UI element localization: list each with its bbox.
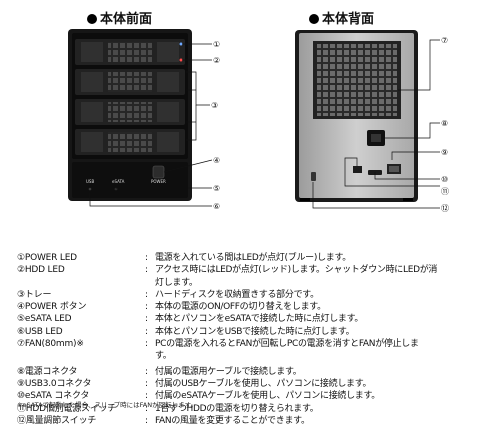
legend-item-name: ②HDD LED bbox=[17, 265, 65, 276]
legend-item-desc: ハードディスクを収納置きする部分です。 bbox=[155, 289, 319, 300]
legend-item-name: ⑦FAN(80mm)※ bbox=[17, 339, 84, 350]
legend-separator: : bbox=[145, 403, 149, 414]
legend-row: ⑪HDD個別電源スイッチ:1台ずつHDDの電源を切り替えられます。 bbox=[17, 403, 492, 415]
legend-separator: : bbox=[145, 253, 149, 263]
legend-item-desc: 付属の電源用ケーブルで接続します。 bbox=[155, 366, 302, 377]
front-callout-lines bbox=[89, 43, 213, 207]
callout-9: ⑨ bbox=[441, 148, 448, 157]
legend-separator: : bbox=[145, 289, 149, 300]
legend-separator: : bbox=[145, 366, 149, 377]
front-label-power: POWER bbox=[151, 179, 166, 184]
legend-row: ⑫風量調節スイッチ: FANの風量を変更することができます。 bbox=[17, 415, 492, 427]
fan-speed-switch[interactable] bbox=[311, 172, 316, 181]
legend-separator: : bbox=[145, 265, 149, 276]
legend-item-name: ⑤eSATA LED bbox=[17, 314, 72, 325]
legend-row: ⑧電源コネクタ: 付属の電源用ケーブルで接続します。 bbox=[17, 366, 492, 378]
legend-row: ⑩eSATA コネクタ: 付属のeSATAケーブルを使用し、パソコンに接続します。 bbox=[17, 390, 492, 402]
legend-row: ④POWER ボタン: 本体の電源のON/OFFの切り替えをします。 bbox=[17, 301, 492, 313]
front-callouts: ① ② ③ ④ ⑤ ⑥ bbox=[211, 40, 220, 211]
fan-grille bbox=[313, 41, 401, 119]
legend-item-name: ④POWER ボタン bbox=[17, 302, 87, 313]
callout-2: ② bbox=[213, 56, 220, 65]
callout-6: ⑥ bbox=[213, 202, 220, 211]
callout-10: ⑩ bbox=[441, 175, 448, 184]
legend-item-desc: 電源を入れている間はLEDが点灯(ブルー)します。 bbox=[155, 253, 351, 263]
legend-separator: : bbox=[145, 391, 149, 402]
legend-item-desc: 灯します。 bbox=[155, 277, 198, 288]
callout-3: ③ bbox=[211, 101, 218, 110]
footnote: ※eSATAで起動した場合、スリープ時にはFANが回転します。 bbox=[17, 401, 197, 409]
bullet-icon bbox=[309, 14, 319, 24]
front-label-esata: eSATA bbox=[112, 179, 125, 184]
callout-4: ④ bbox=[213, 156, 220, 165]
legend-item-desc: 1台ずつHDDの電源を切り替えられます。 bbox=[155, 403, 319, 414]
legend-item-name: ⑨USB3.0コネクタ bbox=[17, 378, 92, 389]
legend-item-name: ⑩eSATA コネクタ bbox=[17, 391, 90, 402]
legend-item-desc: PCの電源を入れるとFANが回転しPCの電源を消すとFANが停止しま bbox=[155, 339, 419, 350]
legend-item-name: ③トレー bbox=[17, 289, 52, 300]
enclosure-diagram: USB eSATA POWER ① ② ③ ④ ⑤ ⑥ bbox=[68, 29, 449, 213]
power-button[interactable] bbox=[152, 165, 165, 179]
tray-1 bbox=[75, 39, 185, 65]
legend-row: ⑦FAN(80mm)※: PCの電源を入れるとFANが回転しPCの電源を消すとFA… bbox=[17, 338, 492, 350]
legend-row: ⑨USB3.0コネクタ: 付属のUSBケーブルを使用し、パソコンに接続します。 bbox=[17, 378, 492, 390]
legend-row: :灯します。 bbox=[17, 277, 492, 289]
legend-item-name: ⑧電源コネクタ bbox=[17, 366, 78, 377]
back-callouts: ⑦ ⑧ ⑨ ⑩ ⑪ ⑫ bbox=[441, 36, 449, 213]
front-title-text: 本体前面 bbox=[100, 12, 153, 27]
legend-item-desc: FANの風量を変更することができます。 bbox=[155, 415, 310, 426]
legend-item-name: ⑥USB LED bbox=[17, 326, 63, 337]
legend-separator: : bbox=[145, 314, 149, 325]
legend-item-desc: 本体とパソコンをUSBで接続した時に点灯します。 bbox=[155, 326, 355, 337]
front-label-usb: USB bbox=[86, 179, 94, 184]
tray-2 bbox=[75, 69, 185, 95]
callout-1: ① bbox=[213, 40, 220, 49]
usb-led bbox=[88, 187, 92, 191]
legend-separator: : bbox=[145, 378, 149, 389]
legend-item-name: ⑫風量調節スイッチ bbox=[17, 415, 97, 426]
legend-row: ②HDD LED: アクセス時にはLEDが点灯(レッド)します。シャットダウン時に… bbox=[17, 264, 492, 276]
hdd-led bbox=[179, 58, 183, 62]
front-view: USB eSATA POWER bbox=[68, 29, 192, 201]
power-led bbox=[179, 42, 183, 46]
legend-item-desc: 付属のeSATAケーブルを使用し、パソコンに接続します。 bbox=[155, 391, 380, 402]
legend-item-desc: アクセス時にはLEDが点灯(レッド)します。シャットダウン時にLEDが消 bbox=[155, 265, 438, 276]
tray-3 bbox=[75, 99, 185, 125]
legend-item-name: ①POWER LED bbox=[17, 253, 77, 263]
hdd-trays bbox=[75, 39, 185, 155]
legend-item-desc: 付属のUSBケーブルを使用し、パソコンに接続します。 bbox=[155, 378, 372, 389]
legend-row: ①POWER LED: 電源を入れている間はLEDが点灯(ブルー)します。 bbox=[17, 252, 492, 264]
front-title: 本体前面 bbox=[87, 8, 152, 27]
back-view bbox=[295, 30, 418, 202]
legend-separator: : bbox=[145, 339, 149, 350]
usb3-connector[interactable] bbox=[353, 166, 362, 173]
callout-11: ⑪ bbox=[441, 187, 449, 196]
bullet-icon bbox=[87, 14, 97, 24]
legend-row: ③トレー: ハードディスクを収納置きする部分です。 bbox=[17, 289, 492, 301]
legend-item-desc: 本体の電源のON/OFFの切り替えをします。 bbox=[155, 302, 326, 313]
callout-12: ⑫ bbox=[441, 204, 449, 213]
back-title-text: 本体背面 bbox=[322, 12, 375, 27]
legend-separator: : bbox=[145, 415, 149, 426]
callout-5: ⑤ bbox=[213, 184, 220, 193]
legend-separator: : bbox=[145, 326, 149, 337]
legend-separator: : bbox=[145, 302, 149, 313]
legend-row: :す。 bbox=[17, 350, 492, 362]
legend-item-desc: す。 bbox=[155, 351, 172, 362]
callout-8: ⑧ bbox=[441, 119, 448, 128]
tray-4 bbox=[75, 129, 185, 155]
back-callout-lines bbox=[312, 39, 440, 209]
legend-row: ⑥USB LED: 本体とパソコンをUSBで接続した時に点灯します。 bbox=[17, 326, 492, 338]
legend-item-name: ⑪HDD個別電源スイッチ bbox=[17, 403, 117, 414]
legend-row: ⑤eSATA LED: 本体とパソコンをeSATAで接続した時に点灯します。 bbox=[17, 313, 492, 325]
back-title: 本体背面 bbox=[309, 8, 374, 27]
callout-7: ⑦ bbox=[441, 36, 448, 45]
legend-item-desc: 本体とパソコンをeSATAで接続した時に点灯します。 bbox=[155, 314, 364, 325]
